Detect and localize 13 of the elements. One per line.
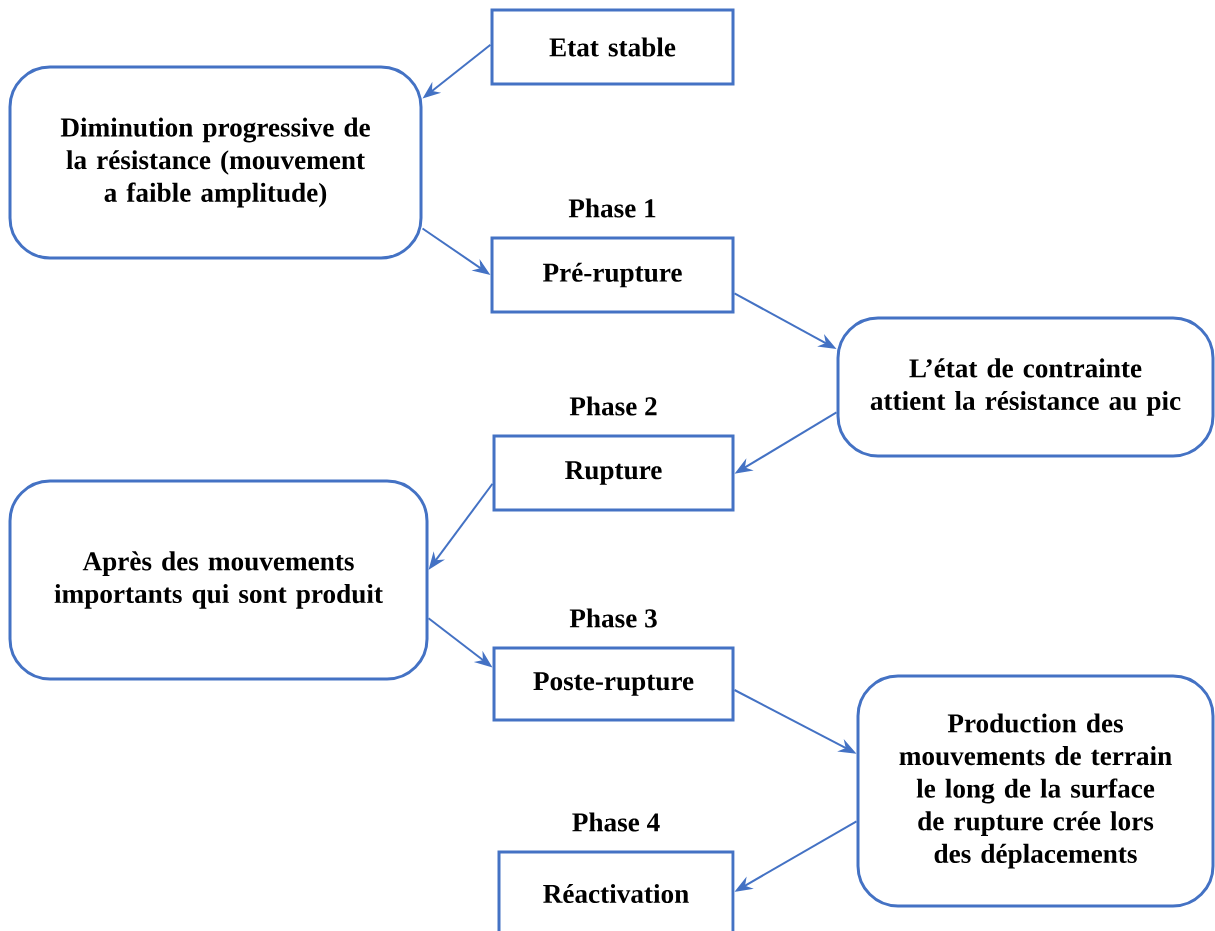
description-box: Production des mouvements de terrain le long de la surface de rupture crée lors des déplacements bbox=[856, 674, 1215, 908]
phase-box: Pré-rupture bbox=[490, 236, 735, 314]
description-box: Après des mouvements importants qui sont produit bbox=[8, 479, 429, 681]
phase-label: Phase 3 bbox=[569, 608, 657, 628]
phase-label: Phase 1 bbox=[568, 198, 656, 218]
description-box: Diminution progressive de la résistance (mouvement a faible amplitude) bbox=[8, 65, 423, 260]
phase-label: Phase 2 bbox=[569, 396, 657, 416]
description-box: L’état de contrainte attient la résistance au pic bbox=[836, 316, 1215, 458]
phase-box: Réactivation bbox=[497, 850, 735, 931]
phase-label: Phase 4 bbox=[572, 812, 660, 832]
phase-box: Poste-rupture bbox=[492, 646, 735, 722]
phase-box: Etat stable bbox=[490, 8, 735, 86]
phase-box: Rupture bbox=[492, 434, 735, 512]
